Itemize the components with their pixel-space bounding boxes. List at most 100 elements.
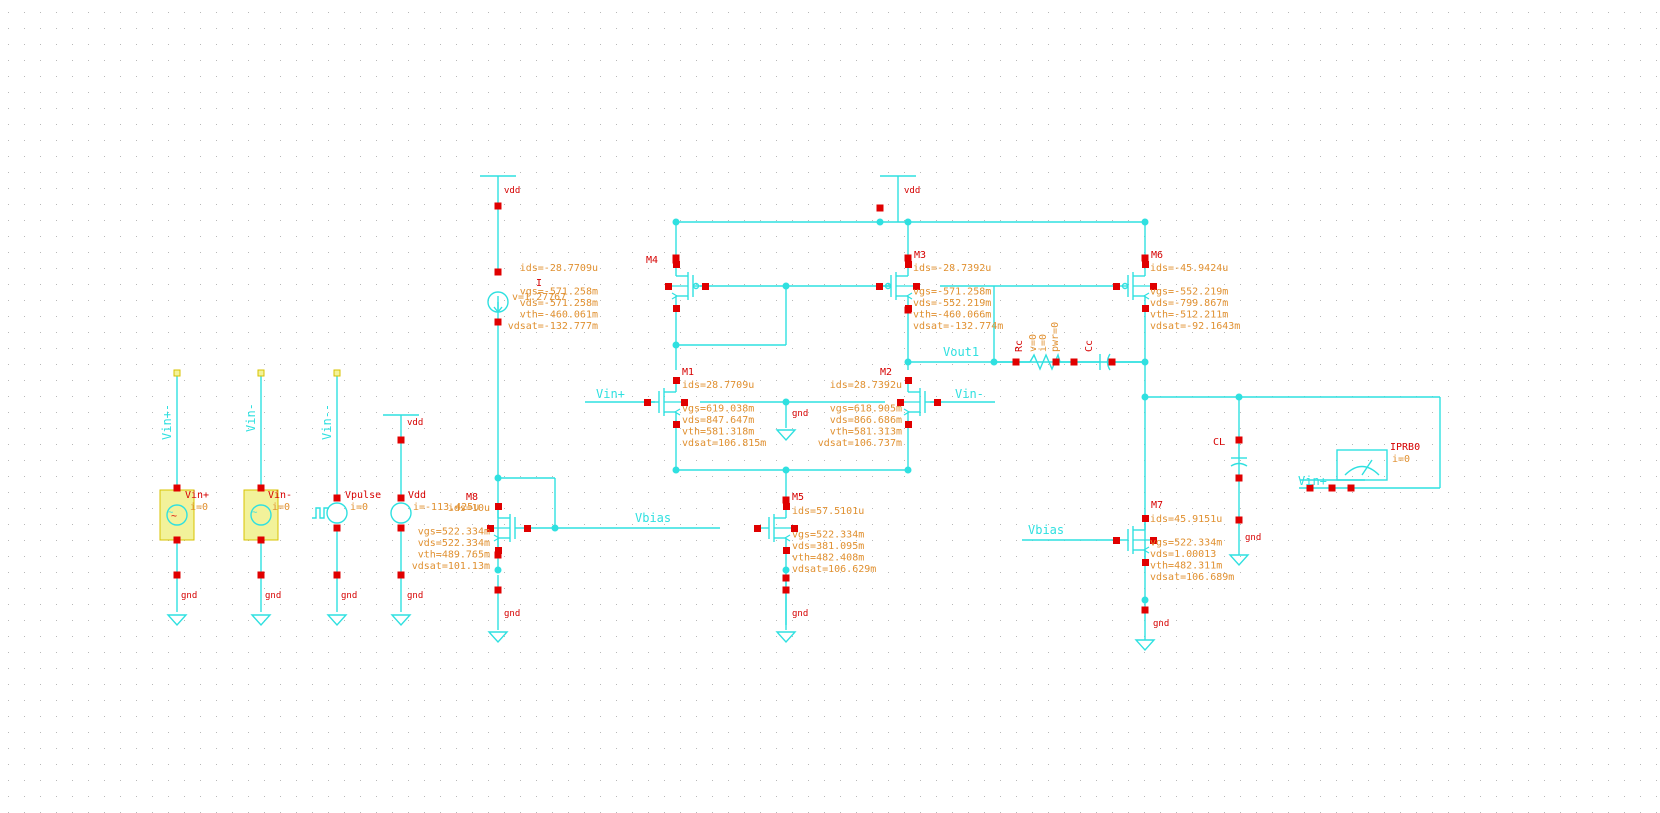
instance-name-iprb0: IPRB0 bbox=[1390, 442, 1420, 453]
instance-name-m1: M1 bbox=[682, 367, 694, 378]
rc-current: i=0 bbox=[1038, 334, 1049, 352]
m5-vth: vth=482.408m bbox=[792, 553, 864, 564]
m8-vgs: vgs=522.334m bbox=[418, 527, 490, 538]
m2-vdsat: vdsat=106.737m bbox=[818, 438, 902, 449]
m3-vgs: vgs=-571.258m bbox=[913, 287, 991, 298]
transistor-m3[interactable] bbox=[881, 264, 914, 308]
source-vdd[interactable] bbox=[390, 502, 412, 524]
net-label-vbias: Vbias bbox=[1028, 523, 1064, 537]
junction-dots bbox=[494, 218, 1243, 604]
m1-vdsat: vdsat=106.815m bbox=[682, 438, 766, 449]
m8-vdsat: vdsat=101.13m bbox=[412, 561, 490, 572]
instance-name-cl: CL bbox=[1213, 437, 1225, 448]
source-vdd-value: i=-113.425u bbox=[413, 502, 479, 513]
net-label-vout1: Vout1 bbox=[943, 345, 979, 359]
transistor-m1[interactable] bbox=[649, 380, 682, 424]
m4-vth: vth=-460.061m bbox=[520, 310, 598, 321]
net-label-gnd: gnd bbox=[792, 609, 808, 619]
m8-ids: ids=10u bbox=[448, 503, 490, 514]
instance-name-m2: M2 bbox=[880, 367, 892, 378]
transistor-m2[interactable] bbox=[902, 380, 935, 424]
transistor-m7[interactable] bbox=[1118, 518, 1151, 562]
instance-name-m7: M7 bbox=[1151, 500, 1163, 511]
m5-vdsat: vdsat=106.629m bbox=[792, 564, 876, 575]
ground-symbols bbox=[166, 429, 1250, 652]
resistor-rc[interactable] bbox=[1029, 352, 1061, 371]
m6-vgs: vgs=-552.219m bbox=[1150, 287, 1228, 298]
m2-ids: ids=28.7392u bbox=[830, 380, 902, 391]
m6-vth: vth=-512.211m bbox=[1150, 310, 1228, 321]
net-label-gnd: gnd bbox=[504, 609, 520, 619]
net-label-gnd: gnd bbox=[407, 591, 423, 601]
m8-vth: vth=489.765m bbox=[418, 550, 490, 561]
m4-vds: vds=-571.258m bbox=[520, 298, 598, 309]
instance-name-cc: Cc bbox=[1084, 340, 1095, 352]
net-label-vdd: vdd bbox=[904, 186, 920, 196]
probe-iprb0-value: i=0 bbox=[1392, 454, 1410, 465]
net-label-vin-minus-minus-vertical: Vin-- bbox=[320, 404, 334, 440]
net-label-vin-minus: Vin- bbox=[955, 387, 984, 401]
net-label-vdd: vdd bbox=[504, 186, 520, 196]
m6-vds: vds=-799.867m bbox=[1150, 298, 1228, 309]
m7-vgs: vgs=522.334m bbox=[1150, 538, 1222, 549]
transistors bbox=[492, 264, 1151, 562]
m4-ids: ids=-28.7709u bbox=[520, 263, 598, 274]
m1-vth: vth=581.318m bbox=[682, 427, 754, 438]
capacitor-cc[interactable] bbox=[1099, 353, 1111, 371]
rc-power: pwr=0 bbox=[1050, 322, 1061, 352]
transistor-m4[interactable] bbox=[670, 264, 703, 308]
current-source-I[interactable] bbox=[487, 291, 509, 314]
instance-name-vpulse: Vpulse bbox=[345, 490, 381, 501]
m7-vds: vds=1.00013 bbox=[1150, 549, 1216, 560]
source-vpulse[interactable] bbox=[312, 502, 348, 524]
m5-ids: ids=57.5101u bbox=[792, 506, 864, 517]
instance-name-m6: M6 bbox=[1151, 250, 1163, 261]
m8-vds: vds=522.334m bbox=[418, 538, 490, 549]
m1-ids: ids=28.7709u bbox=[682, 380, 754, 391]
net-label-gnd: gnd bbox=[1153, 619, 1169, 629]
net-label-vin-plus-vertical: Vin+- bbox=[160, 404, 174, 440]
net-label-vbias: Vbias bbox=[635, 511, 671, 525]
m3-vds: vds=-552.219m bbox=[913, 298, 991, 309]
source-vin-plus-value: i=0 bbox=[190, 502, 208, 513]
rc-voltage: v=0 bbox=[1028, 334, 1039, 352]
transistor-m6[interactable] bbox=[1118, 264, 1151, 308]
capacitor-cl[interactable] bbox=[1230, 457, 1248, 467]
net-label-vin-minus-vertical: Vin- bbox=[244, 403, 258, 432]
net-label-vin-plus: Vin+ bbox=[596, 387, 625, 401]
m3-ids: ids=-28.7392u bbox=[913, 263, 991, 274]
instance-name-vin-minus: Vin- bbox=[268, 490, 292, 501]
net-label-vdd: vdd bbox=[407, 418, 423, 428]
m7-ids: ids=45.9151u bbox=[1150, 514, 1222, 525]
m2-vgs: vgs=618.905m bbox=[830, 404, 902, 415]
pins bbox=[173, 202, 1355, 614]
current-probe-iprb0[interactable] bbox=[1336, 449, 1388, 481]
m5-vgs: vgs=522.334m bbox=[792, 530, 864, 541]
transistor-m5[interactable] bbox=[759, 506, 792, 550]
m3-vdsat: vdsat=-132.774m bbox=[913, 321, 1003, 332]
instance-name-vin-plus: Vin+ bbox=[185, 490, 209, 501]
background-grid bbox=[8, 12, 1657, 813]
labels: vdd vdd vdd gnd gnd gnd gnd gnd gnd gnd … bbox=[160, 186, 1420, 629]
m1-vds: vds=847.647m bbox=[682, 415, 754, 426]
instance-name-m8: M8 bbox=[466, 492, 478, 503]
net-label-gnd: gnd bbox=[341, 591, 357, 601]
m2-vds: vds=866.686m bbox=[830, 415, 902, 426]
net-label-gnd: gnd bbox=[181, 591, 197, 601]
net-label-gnd: gnd bbox=[1245, 533, 1261, 543]
source-vin-minus[interactable]: ~ bbox=[243, 489, 279, 541]
m2-vth: vth=581.313m bbox=[830, 427, 902, 438]
instance-name-i: I bbox=[536, 278, 542, 289]
m6-vdsat: vdsat=-92.1643m bbox=[1150, 321, 1240, 332]
instance-name-m5: M5 bbox=[792, 492, 804, 503]
net-label-vin-plus: Vin+ bbox=[1298, 474, 1327, 488]
transistor-m8[interactable] bbox=[492, 506, 525, 550]
m1-vgs: vgs=619.038m bbox=[682, 404, 754, 415]
source-vin-plus[interactable]: ~ ~ bbox=[159, 489, 195, 541]
m7-vdsat: vdsat=106.689m bbox=[1150, 572, 1234, 583]
instance-name-m3: M3 bbox=[914, 250, 926, 261]
instance-name-m4: M4 bbox=[646, 255, 658, 266]
transistor-annotations: M4 ids=-28.7709u vgs=-571.258m vds=-571.258… bbox=[412, 250, 1241, 583]
